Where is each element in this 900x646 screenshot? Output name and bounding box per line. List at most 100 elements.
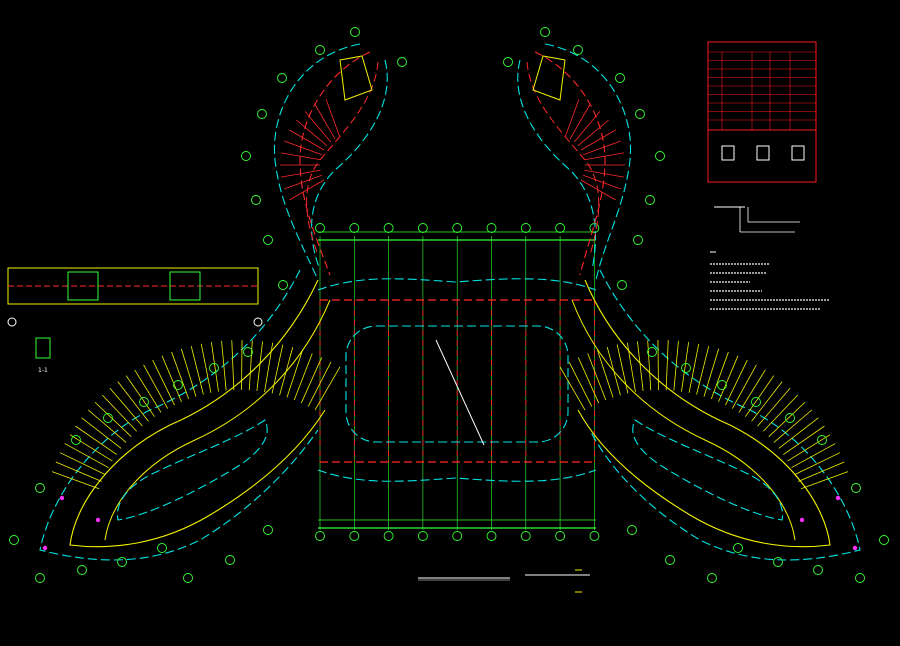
stair-tread xyxy=(293,353,313,401)
axis-bubble xyxy=(615,73,625,83)
axis-bubble xyxy=(315,45,325,55)
lower-left-arm xyxy=(39,269,341,561)
stair-tread xyxy=(637,341,644,392)
axis-bubble xyxy=(635,109,645,119)
axis-bubble xyxy=(263,525,273,535)
stair-tread xyxy=(751,381,783,422)
stair-tread xyxy=(626,342,636,393)
stair-tread xyxy=(280,152,321,161)
stair-tread xyxy=(256,341,263,392)
stair-tread xyxy=(559,366,586,411)
stair-tread xyxy=(190,345,204,395)
axis-bubble xyxy=(647,347,657,357)
stair-tread xyxy=(125,375,155,417)
stair-tread xyxy=(300,357,323,404)
stair-tread xyxy=(787,434,831,462)
column-marker xyxy=(95,517,101,523)
stair-tread xyxy=(731,364,757,409)
stair-tread xyxy=(314,104,336,140)
axis-bubbles xyxy=(9,27,889,583)
notes-block xyxy=(710,251,830,310)
stair-tread xyxy=(800,471,849,490)
stair-tread xyxy=(703,348,720,397)
axis-bubble xyxy=(35,483,45,493)
stair-tread xyxy=(143,364,169,409)
stair-tread xyxy=(101,394,137,432)
stair-tread xyxy=(200,343,212,393)
stair-tread xyxy=(69,434,113,462)
stair-tread xyxy=(248,340,253,391)
stair-tread xyxy=(665,340,669,391)
axis-bubble xyxy=(452,531,463,541)
upper-left-arm xyxy=(273,43,388,281)
axis-bubble xyxy=(851,483,861,493)
axis-bubble xyxy=(157,543,167,553)
axis-bubble xyxy=(645,195,655,205)
stair-tread xyxy=(583,174,621,190)
stair-tread xyxy=(616,344,629,394)
axis-bubble xyxy=(117,557,127,567)
stair-tread xyxy=(221,340,227,391)
stair-tread xyxy=(134,369,162,413)
stair-tread xyxy=(271,344,284,394)
stair-tread xyxy=(564,99,580,137)
axis-bubble xyxy=(555,223,566,233)
axis-bubble xyxy=(617,280,627,290)
axis-bubble xyxy=(243,347,253,357)
stair-tread xyxy=(606,346,621,396)
stair-tread xyxy=(584,152,625,161)
stair-tread xyxy=(580,179,616,201)
stair-tread xyxy=(718,355,739,403)
lower-right-arm xyxy=(559,269,861,561)
legend-table xyxy=(707,41,817,183)
axis-bubble xyxy=(540,27,550,37)
stair-tread xyxy=(797,461,845,482)
stair-tread xyxy=(745,375,775,417)
stair-tread xyxy=(296,119,328,147)
stair-tread xyxy=(289,129,325,151)
stair-tread xyxy=(783,425,825,455)
stair-tread xyxy=(180,348,197,397)
axis-bubble xyxy=(251,195,261,205)
axis-bubble xyxy=(773,557,783,567)
axis-bubble xyxy=(263,235,273,245)
stair-tread xyxy=(81,417,122,449)
column-detail xyxy=(714,206,800,233)
stair-tread xyxy=(673,340,679,391)
title-block xyxy=(418,569,590,593)
axis-bubble xyxy=(681,363,691,373)
stair-tread xyxy=(171,351,190,400)
axis-bubble xyxy=(315,223,325,233)
axis-bubble xyxy=(225,555,235,565)
stair-tread xyxy=(307,361,332,407)
stair-tread xyxy=(325,99,341,137)
axis-bubble xyxy=(103,413,113,423)
stair-tread xyxy=(264,342,274,393)
stair-tread xyxy=(773,409,813,443)
stair-tread xyxy=(738,369,766,413)
stair-tread xyxy=(768,401,806,437)
stair-tread xyxy=(725,359,748,406)
stair-tread xyxy=(152,359,175,406)
stair-tread xyxy=(587,353,607,401)
axis-bubble xyxy=(71,435,81,445)
axis-bubble xyxy=(209,363,219,373)
axis-bubble xyxy=(350,27,360,37)
axis-bubble xyxy=(349,223,360,233)
stair-tread xyxy=(791,443,836,469)
stair-tread xyxy=(778,417,819,449)
axis-bubble xyxy=(707,573,717,583)
column-marker xyxy=(835,495,841,501)
stair-tread xyxy=(241,340,243,391)
axis-bubble xyxy=(785,413,795,423)
axis-bubble xyxy=(241,151,251,161)
stair-tread xyxy=(284,140,322,156)
stair-tread xyxy=(280,169,321,178)
axis-bubble xyxy=(665,555,675,565)
stair-tread xyxy=(757,387,791,427)
axis-bubble xyxy=(520,223,531,233)
stair-tread xyxy=(284,174,322,190)
axis-bubble xyxy=(717,380,727,390)
axis-bubble xyxy=(573,45,583,55)
stair-tread xyxy=(231,340,235,391)
